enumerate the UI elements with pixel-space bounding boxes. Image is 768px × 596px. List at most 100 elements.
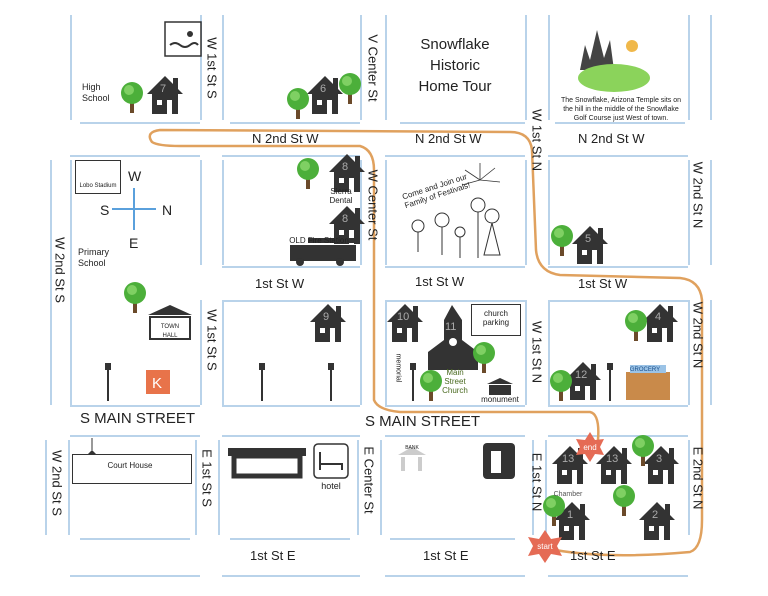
church-parking-label: church parking <box>482 309 510 327</box>
street-label: N 2nd St W <box>252 131 319 146</box>
svg-text:13: 13 <box>606 453 618 465</box>
curb <box>80 538 190 540</box>
svg-text:12: 12 <box>575 369 587 381</box>
pool-icon <box>164 21 202 57</box>
grocery-icon <box>626 365 670 400</box>
house-8b: 8 <box>329 206 365 244</box>
house-13b: 13 <box>596 446 632 484</box>
house-4: 4 <box>642 304 678 342</box>
monument-label: monument <box>481 395 519 404</box>
svg-text:K: K <box>152 375 162 392</box>
curb <box>222 15 224 120</box>
house-5: 5 <box>572 226 608 264</box>
house-12: 12 <box>565 362 601 400</box>
town-hall-label: TOWN HALL <box>160 324 180 339</box>
circle-k-icon <box>146 370 170 394</box>
svg-text:13: 13 <box>562 453 574 465</box>
curb <box>80 122 200 124</box>
house-13a: 13 <box>552 446 588 484</box>
family-drawing-icon <box>411 197 501 258</box>
curb <box>70 405 200 407</box>
church-parking-box: church parking <box>471 304 521 336</box>
street-label: W 1st St S <box>204 309 220 371</box>
main-street-church-label: Main Street Church <box>442 368 468 395</box>
svg-text:1: 1 <box>567 509 573 521</box>
curb <box>385 300 525 302</box>
curb <box>532 440 534 535</box>
street-label: 1st St W <box>578 276 628 291</box>
chamber-label: Chamber <box>553 491 583 498</box>
lobo-stadium-box: Lobo Stadium <box>75 160 121 194</box>
curb <box>688 160 690 265</box>
compass-w: W <box>128 168 142 184</box>
curb <box>710 15 712 120</box>
memorial-label: memorial <box>394 353 402 383</box>
street-label: S MAIN STREET <box>80 410 196 427</box>
curb <box>222 300 224 405</box>
curb <box>548 405 688 407</box>
street-label: 1st St E <box>250 548 296 563</box>
primary-school-label: Primary School <box>78 247 109 268</box>
high-school-label: High School <box>82 82 110 103</box>
bank-icon <box>398 447 426 471</box>
svg-text:5: 5 <box>585 233 591 245</box>
fire-truck-icon <box>290 238 356 266</box>
curb <box>230 122 360 124</box>
curb <box>385 15 387 120</box>
fireworks-icon <box>461 163 501 186</box>
title-line: Snowflake <box>420 36 490 53</box>
compass-icon <box>112 188 156 230</box>
curb <box>545 440 547 535</box>
curb <box>70 575 200 577</box>
curb <box>548 435 688 437</box>
curb <box>360 160 362 265</box>
curb <box>222 160 224 265</box>
curb <box>222 405 360 407</box>
hotel-label: hotel <box>321 481 341 491</box>
curb <box>218 440 220 535</box>
street-label: E Center St <box>361 446 377 514</box>
street-label: W 2nd St N <box>690 161 706 229</box>
curb <box>548 155 688 157</box>
svg-text:8: 8 <box>342 213 348 225</box>
svg-text:11: 11 <box>445 321 456 333</box>
house-9: 9 <box>310 304 346 342</box>
curb <box>385 575 525 577</box>
court-house-label: Court House <box>107 461 153 470</box>
curb <box>385 160 387 265</box>
curb <box>200 160 202 265</box>
sierra-dental-label: Sierra Dental <box>329 187 353 205</box>
curb <box>357 440 359 535</box>
curb <box>70 15 72 120</box>
curb <box>222 575 360 577</box>
svg-text:3: 3 <box>656 453 662 465</box>
curb <box>555 122 685 124</box>
curb <box>548 300 550 405</box>
end-label: end <box>583 443 597 452</box>
curb <box>385 155 525 157</box>
house-2: 2 <box>639 502 675 540</box>
curb <box>360 15 362 120</box>
fire-station-label: OLD Fire Station <box>289 236 349 245</box>
svg-text:4: 4 <box>655 311 661 323</box>
street-label: 1st St W <box>415 274 465 289</box>
svg-text:10: 10 <box>397 311 409 323</box>
street-label: N 2nd St W <box>415 131 482 146</box>
curb <box>688 440 690 535</box>
compass-e: E <box>129 235 139 251</box>
title-line: Home Tour <box>418 78 492 95</box>
town-hall-icon <box>148 305 192 340</box>
curb <box>385 405 525 407</box>
street-label: 1st St W <box>255 276 305 291</box>
curb <box>385 300 387 405</box>
house-10: 10 <box>387 304 423 342</box>
svg-text:7: 7 <box>160 83 166 95</box>
curb <box>222 435 360 437</box>
curb <box>200 300 202 405</box>
bank-label: BANK <box>405 445 419 451</box>
curb <box>70 435 200 437</box>
street-label: W 2nd St N <box>690 301 706 369</box>
curb <box>222 300 360 302</box>
